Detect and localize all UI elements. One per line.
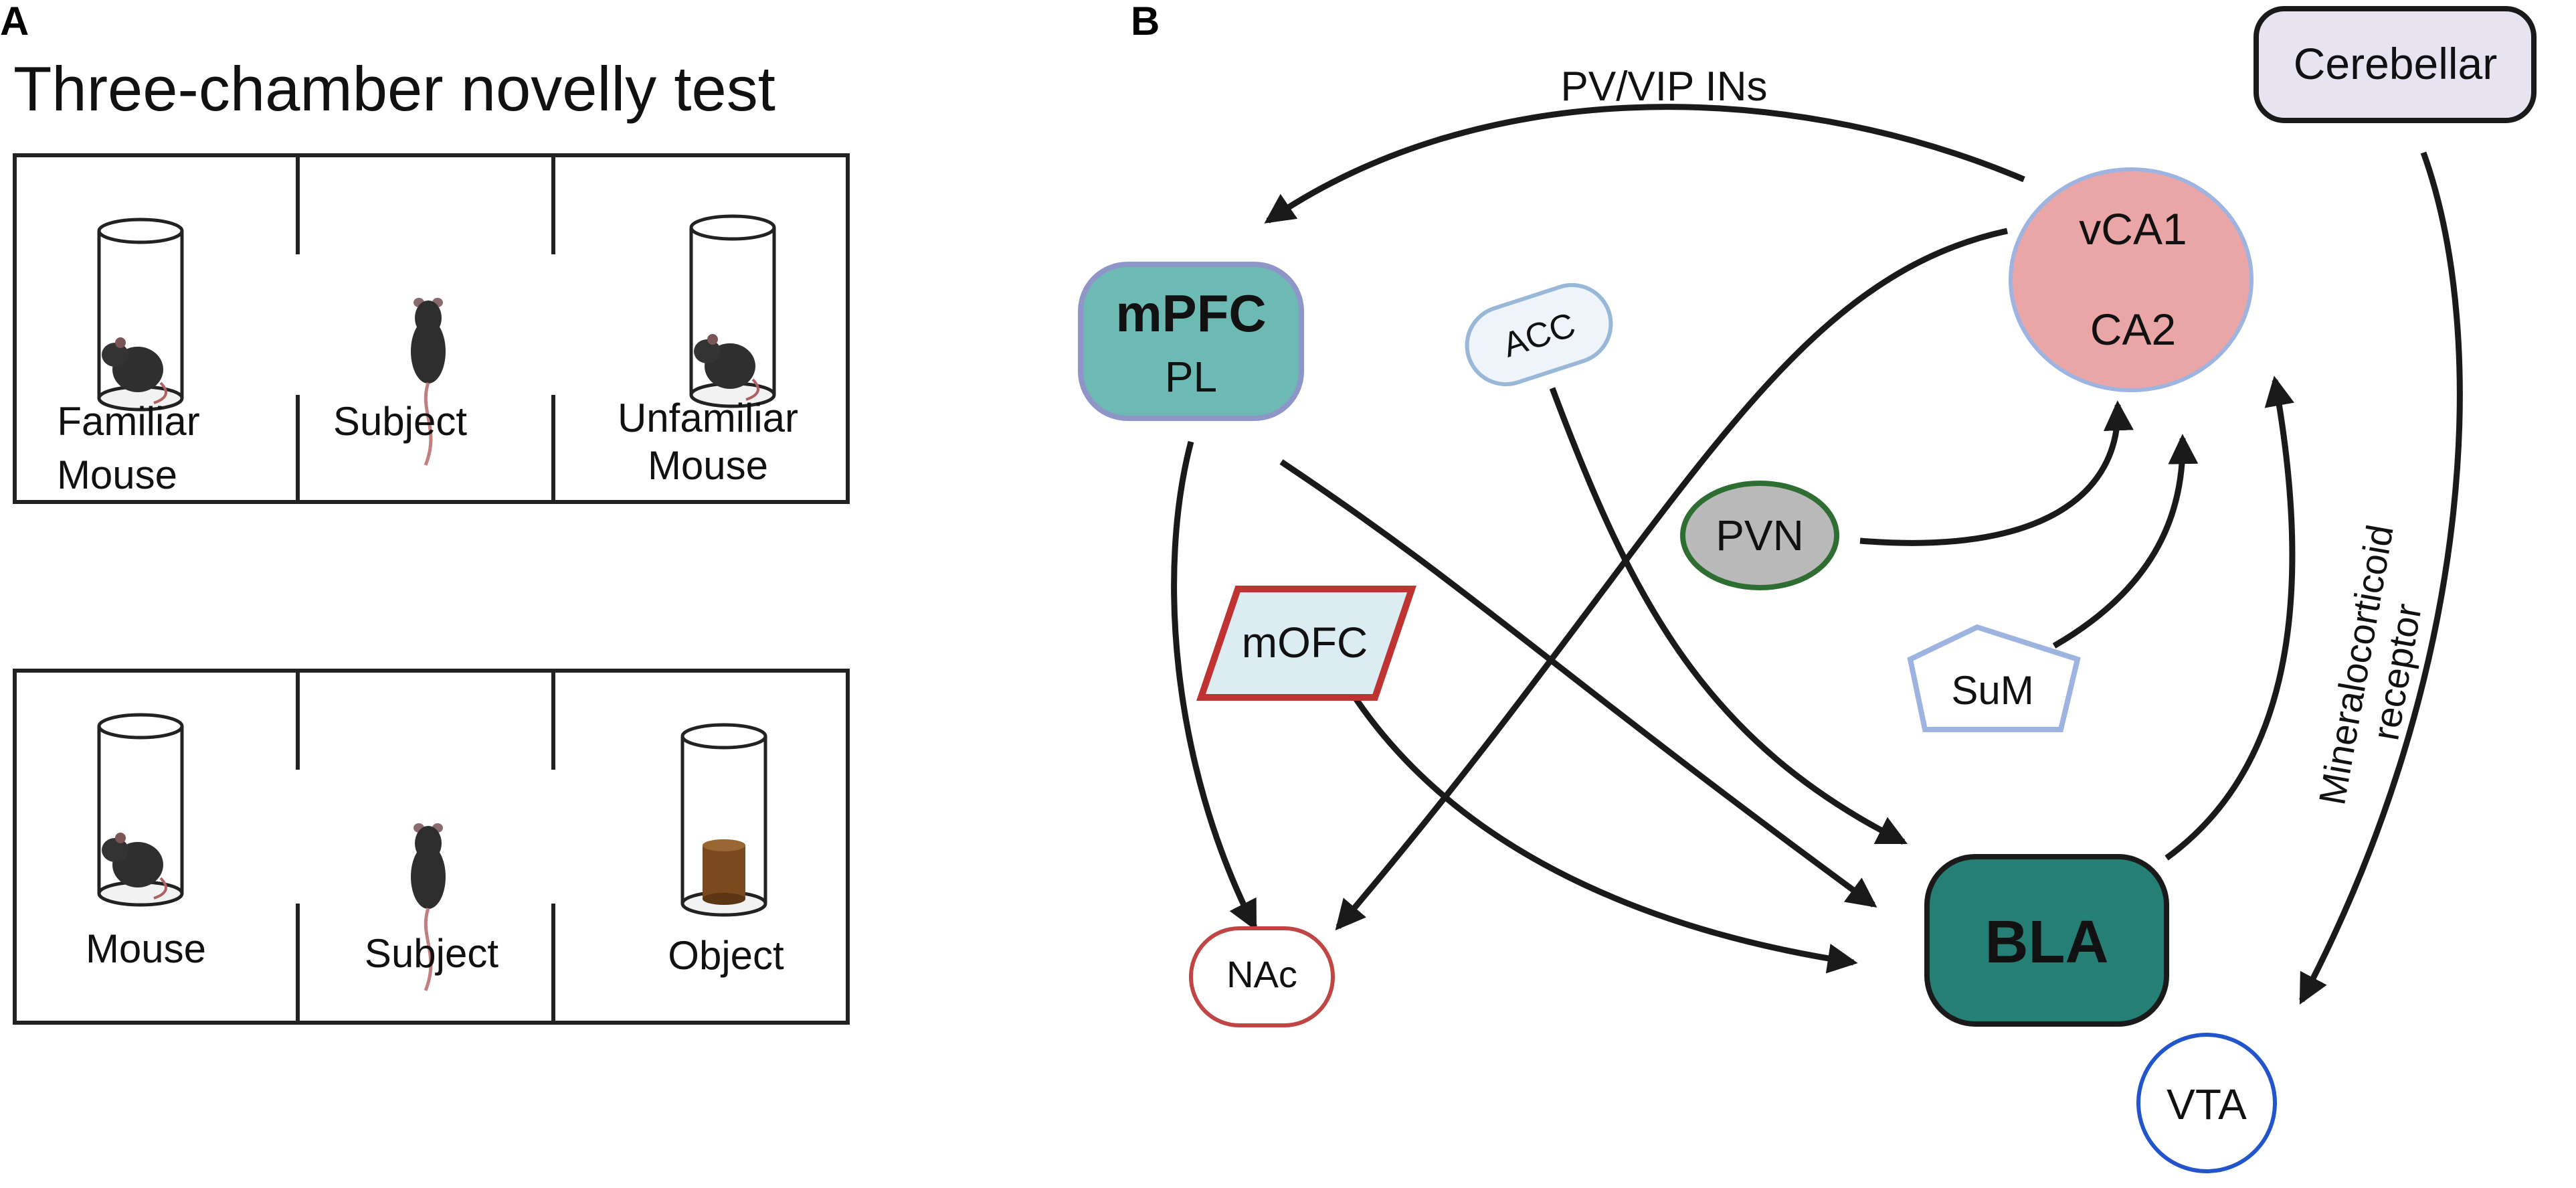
node-pvn-label: PVN [1716,511,1804,560]
node-mofc-label: mOFC [1242,618,1368,667]
trial2-left-label: Mouse [86,926,206,971]
node-vta-label: VTA [2167,1080,2247,1128]
node-sum-label: SuM [1951,668,2033,713]
trial-1-box [13,153,850,504]
node-mofc: mOFC [1196,586,1416,701]
connection-arrows [1171,104,2463,1005]
edge-label-pv-vip: PV/VIP INs [1561,64,1768,110]
arrow-cerebellar-to-vta [2299,151,2463,1005]
node-sum: SuM [1907,624,2081,732]
familiar-mouse-cage-icon [99,220,182,410]
node-ca2-label: CA2 [2090,305,2176,354]
arrow-bla-to-vca1 [2165,375,2296,861]
arrow-vca1-to-mpfc [1264,104,2025,224]
node-vta: VTA [2136,1033,2277,1173]
node-pvn: PVN [1680,481,1839,590]
arrow-acc-to-bla [1549,387,1908,845]
arrow-pvn-to-vca1 [1859,400,2134,546]
node-nac: NAc [1189,926,1335,1027]
node-vca1-label: vCA1 [2079,204,2187,254]
object-cage-icon [682,725,765,915]
edge-label-mineralocorticoid: Mineralocorticoid receptor [2310,521,2429,808]
mouse-cage-icon [99,715,182,905]
node-nac-label: NAc [1226,953,1297,995]
node-bla-label: BLA [1985,909,2109,976]
trial-2-box [13,669,850,1025]
trial1-right-label-2: Mouse [648,443,768,488]
arrow-mofc-to-bla [1352,695,1858,974]
trial1-left-label-1: Familiar [57,399,199,444]
node-acc: ACC [1465,282,1613,387]
arrow-vca1-to-nac [1335,228,2008,931]
node-mpfc-label: mPFC [1115,284,1266,343]
panel-a-title: Three-chamber novelly test [13,54,775,124]
arrow-mpfc-to-nac [1171,440,1258,932]
trial1-center-label: Subject [333,399,467,444]
node-cerebellar: Cerebellar [2253,6,2537,123]
node-mpfc-sublabel: PL [1165,353,1217,401]
arrow-sum-to-vca1 [2052,434,2199,649]
unfamiliar-mouse-cage-icon [691,216,774,406]
trial2-center-label: Subject [365,931,498,976]
node-vca1: vCA1 CA2 [2009,167,2253,392]
trial2-right-label: Object [668,933,784,978]
trial1-left-label-2: Mouse [57,452,177,497]
node-mpfc: mPFC PL [1078,262,1304,421]
trial1-right-label-1: Unfamiliar [618,396,798,440]
panel-a-letter: A [0,0,29,44]
arrow-mpfc-to-bla [1279,459,1877,908]
node-cerebellar-label: Cerebellar [2294,39,2497,88]
node-bla: BLA [1924,854,2169,1027]
panel-b-letter: B [1131,0,1160,44]
